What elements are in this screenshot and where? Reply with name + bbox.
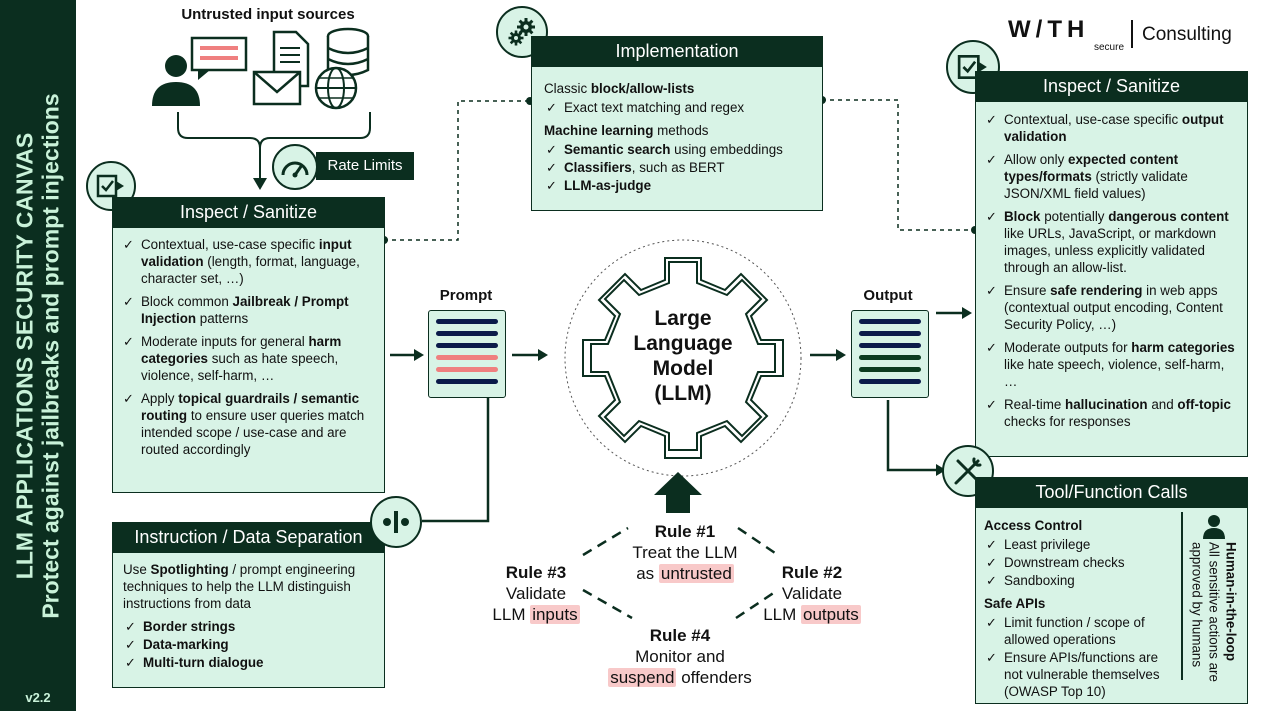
list-item: Classifiers, such as BERT [544,159,812,176]
inspect-in-list: Contextual, use-case specific input vali… [121,236,376,458]
brand-consulting: Consulting [1142,24,1232,45]
sidebar: LLM APPLICATIONS SECURITY CANVAS Protect… [0,0,76,711]
list-item: Moderate outputs for harm categories lik… [984,339,1239,390]
brand-logo: W/TH secure [1008,18,1138,54]
database-globe-icon [314,27,370,110]
list-item: Block potentially dangerous content like… [984,208,1239,276]
list-item: Limit function / scope of allowed operat… [984,614,1180,648]
list-item: Border strings [123,618,374,635]
list-item: Contextual, use-case specific input vali… [121,236,376,287]
checkbox-arrow-icon [957,55,987,79]
sources-title: Untrusted input sources [181,6,355,23]
hitl-text: Human-in-the-loop All sensitive actions … [1189,542,1239,682]
tools-icon [954,457,982,485]
user-chat-icon [152,36,248,106]
separator-icon [383,511,409,533]
impl-section-ml: Machine learning methods [544,123,709,138]
rule-1: Rule #1 Treat the LLM as untrusted [632,522,738,583]
safe-apis-list: Limit function / scope of allowed operat… [984,614,1180,700]
speedometer-icon [281,161,309,178]
inspect-out-panel: Contextual, use-case specific output val… [975,101,1248,457]
gears-icon [508,18,535,46]
implementation-panel: Classic block/allow-lists Exact text mat… [531,66,823,211]
prompt-label: Prompt [439,287,493,304]
speedometer-icon-circle [272,144,318,190]
logo-wordmark: W/TH [1008,16,1090,43]
rule-2: Rule #2 Validate LLM outputs [763,563,861,624]
list-item: Semantic search using embeddings [544,141,812,158]
separation-header: Instruction / Data Separation [112,522,385,552]
separation-intro: Use Spotlighting / prompt engineering te… [123,562,356,611]
list-item: Moderate inputs for general harm categor… [121,333,376,384]
output-label: Output [863,287,913,304]
separation-list: Border strings Data-marking Multi-turn d… [123,618,374,671]
list-item: Data-marking [123,636,374,653]
list-item: Multi-turn dialogue [123,654,374,671]
llm-label: Large Language Model (LLM) [633,307,733,405]
prompt-document-icon [428,310,506,398]
list-item: Least privilege [984,536,1180,553]
rule-3: Rule #3 Validate LLM inputs [492,563,580,624]
access-control-list: Least privilege Downstream checks Sandbo… [984,536,1180,589]
tools-divider [1181,512,1183,680]
output-document-icon [851,310,929,398]
list-item: Ensure APIs/functions are not vulnerable… [984,649,1180,700]
list-item: Downstream checks [984,554,1180,571]
separation-panel: Use Spotlighting / prompt engineering te… [112,552,385,688]
safe-apis-title: Safe APIs [984,596,1046,611]
access-control-title: Access Control [984,518,1083,533]
list-item: Allow only expected content types/format… [984,151,1239,202]
list-item: Ensure safe rendering in web apps (conte… [984,282,1239,333]
list-item: Contextual, use-case specific output val… [984,111,1239,145]
rate-limits-label: Rate Limits [316,152,414,180]
inspect-in-panel: Contextual, use-case specific input vali… [112,227,385,493]
implementation-header: Implementation [531,36,823,66]
list-item: Block common Jailbreak / Prompt Injectio… [121,293,376,327]
impl-classic-list: Exact text matching and regex [544,99,812,116]
list-item: Sandboxing [984,572,1180,589]
list-item: Apply topical guardrails / semantic rout… [121,390,376,458]
list-item: Real-time hallucination and off-topic ch… [984,396,1239,430]
tools-left-column: Access Control Least privilege Downstrea… [984,514,1180,701]
inspect-in-header: Inspect / Sanitize [112,197,385,227]
impl-ml-list: Semantic search using embeddings Classif… [544,141,812,194]
tools-panel: Access Control Least privilege Downstrea… [975,507,1248,704]
list-item: Exact text matching and regex [544,99,812,116]
list-item: LLM-as-judge [544,177,812,194]
inspect-out-header: Inspect / Sanitize [975,71,1248,101]
rule-4: Rule #4 Monitor and suspend offenders [608,626,752,687]
tools-header: Tool/Function Calls [975,477,1248,507]
impl-section-classic: Classic block/allow-lists [544,81,695,96]
llm-gear-icon [582,257,784,459]
person-icon [1203,515,1225,539]
implementation-icon-circle [496,6,548,58]
logo-divider [1131,20,1133,48]
document-mail-icon [252,30,310,106]
logo-sub: secure [1093,42,1124,53]
sources-icons [152,27,370,110]
inspect-out-list: Contextual, use-case specific output val… [984,111,1239,430]
version-label: v2.2 [25,690,51,705]
checkbox-arrow-icon [96,174,124,198]
separation-icon-circle [370,496,422,548]
